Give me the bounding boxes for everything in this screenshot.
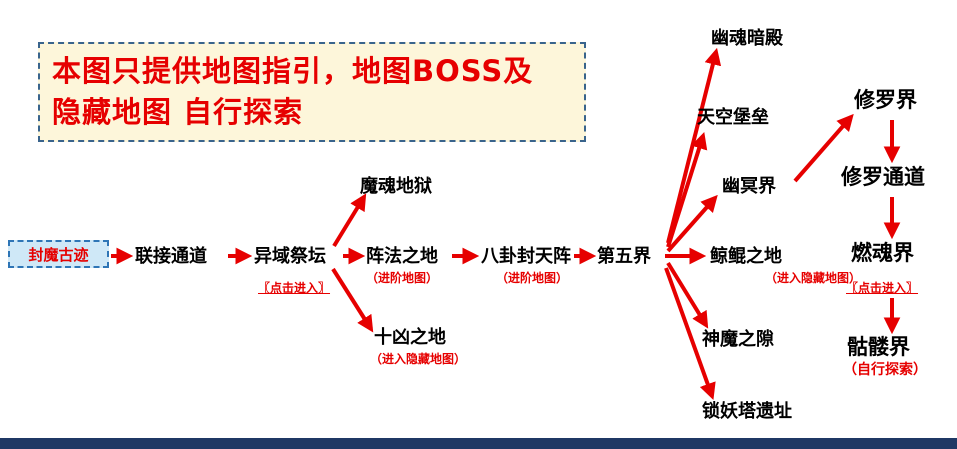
node-yiyu-jitan: 异域祭坛 bbox=[254, 246, 326, 267]
node-zhenfa-zhidi: 阵法之地 bbox=[366, 246, 438, 267]
node-fengmo-guji: 封魔古迹 bbox=[8, 240, 109, 268]
node-youming-jie: 幽冥界 bbox=[722, 176, 776, 197]
bottom-bar bbox=[0, 438, 957, 449]
notice-line-2: 隐藏地图 自行探索 bbox=[52, 95, 304, 129]
node-xiuluo-tongdao: 修罗通道 bbox=[841, 165, 925, 189]
node-kulou-jie: 骷髅界 bbox=[847, 335, 910, 359]
node-ranhun-jie: 燃魂界 bbox=[851, 241, 914, 265]
arrow-diwujie-to-tiankong bbox=[666, 131, 708, 248]
notice-box: 本图只提供地图指引，地图BOSS及 隐藏地图 自行探索 bbox=[38, 42, 586, 142]
node-suoyaota-yizhi: 锁妖塔遗址 bbox=[702, 401, 792, 422]
node-shixiong-zhidi: 十凶之地 bbox=[374, 327, 446, 348]
label-ranhun-click-enter: 〖点击进入〗 bbox=[846, 281, 919, 295]
node-jingkun-zhidi: 鲸鲲之地 bbox=[710, 246, 782, 267]
label-yiyu-click-enter: 〖点击进入〗 bbox=[258, 281, 331, 295]
arrow-yiyu-to-mohun bbox=[332, 193, 367, 248]
arrow-diwujie-to-youhun bbox=[666, 47, 722, 244]
node-lianjie-tongdao: 联接通道 bbox=[135, 246, 207, 267]
node-diwujie: 第五界 bbox=[597, 246, 651, 267]
arrow-diwujie-to-shenmo bbox=[666, 261, 709, 329]
node-shenmo-zhixi: 神魔之隙 bbox=[702, 329, 774, 350]
label-bagua-advanced-map: （进阶地图） bbox=[496, 271, 569, 285]
notice-line-1: 本图只提供地图指引，地图BOSS及 bbox=[52, 54, 534, 88]
node-bagua-fengtianzhen: 八卦封天阵 bbox=[481, 246, 571, 267]
label-kulou-explore-yourself: （自行探索） bbox=[843, 362, 927, 378]
label-zhenfa-advanced-map: （进阶地图） bbox=[366, 271, 439, 285]
label-jingkun-hidden-map: （进入隐藏地图） bbox=[765, 271, 862, 285]
label-shixiong-hidden-map: （进入隐藏地图） bbox=[370, 352, 467, 366]
node-tiankong-baolei: 天空堡垒 bbox=[697, 107, 769, 128]
node-mohun-diyu: 魔魂地狱 bbox=[360, 176, 432, 197]
node-xiuluo-jie: 修罗界 bbox=[854, 88, 917, 112]
arrow-diwujie-to-youming bbox=[666, 194, 718, 253]
node-youhun-andian: 幽魂暗殿 bbox=[711, 28, 783, 49]
